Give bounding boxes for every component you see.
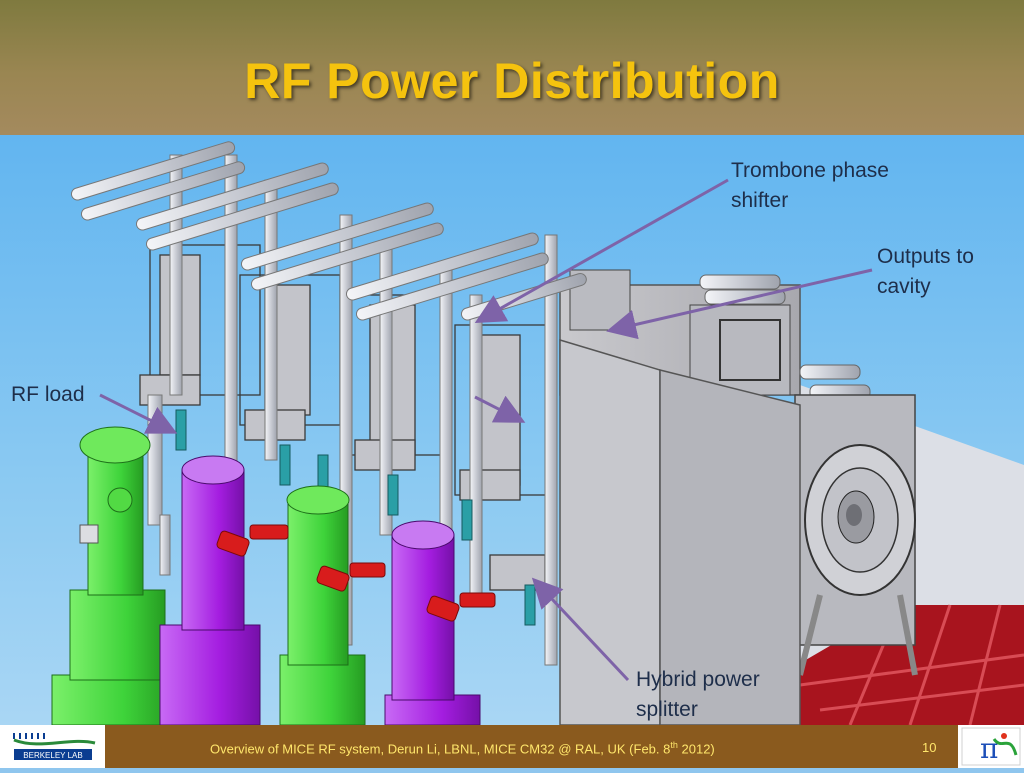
front-panel-right <box>659 369 801 725</box>
trombone-label-line2: shifter <box>731 189 789 212</box>
footer-citation-main: Overview of MICE RF system, Derun Li, LB… <box>210 741 671 757</box>
arrow-hybrid <box>531 577 630 682</box>
outputs-label-line1: Outputs to <box>877 245 974 268</box>
footer-citation-sup: th <box>670 740 678 750</box>
trombone-pipes <box>70 141 587 321</box>
teal-connectors <box>175 409 536 626</box>
rf-load-green-1 <box>51 426 173 725</box>
arrow-outputs <box>606 268 873 340</box>
pi-logo: π <box>958 725 1024 768</box>
page-number: 10 <box>922 740 937 755</box>
arrow-rf-load <box>99 393 178 434</box>
footer-citation-year: 2012) <box>677 741 715 757</box>
berkeley-lab-logo: BERKELEY LAB <box>0 725 105 768</box>
slide-title: RF Power Distribution <box>244 53 780 109</box>
footer-citation: Overview of MICE RF system, Derun Li, LB… <box>210 740 715 756</box>
rf-system-cad-model <box>51 141 1024 725</box>
rf-load-purple-2 <box>384 520 481 725</box>
hybrid-label: Hybrid power splitter <box>636 665 760 725</box>
berkeley-lab-logo-text: BERKELEY LAB <box>23 751 82 760</box>
arrow-trombone <box>474 178 729 323</box>
trombone-label-line1: Trombone phase <box>731 159 889 182</box>
hybrid-label-line2: splitter <box>636 698 698 721</box>
arrow-rf-load-2 <box>474 395 526 423</box>
annotation-arrows <box>99 178 873 682</box>
outputs-label-line2: cavity <box>877 275 931 298</box>
rf-load-purple-1 <box>159 455 261 725</box>
hybrid-label-line1: Hybrid power <box>636 668 760 691</box>
outputs-label: Outputs to cavity <box>877 242 974 302</box>
pi-glyph: π <box>980 732 998 765</box>
rf-load-label: RF load <box>11 383 85 406</box>
footer-bar <box>0 725 1024 768</box>
title-band <box>0 0 1024 135</box>
red-flanges <box>216 524 496 622</box>
rf-cavity-flange <box>794 394 918 676</box>
trombone-label: Trombone phase shifter <box>731 156 889 216</box>
content-area: Trombone phase shifter Outputs to cavity… <box>0 135 1024 725</box>
